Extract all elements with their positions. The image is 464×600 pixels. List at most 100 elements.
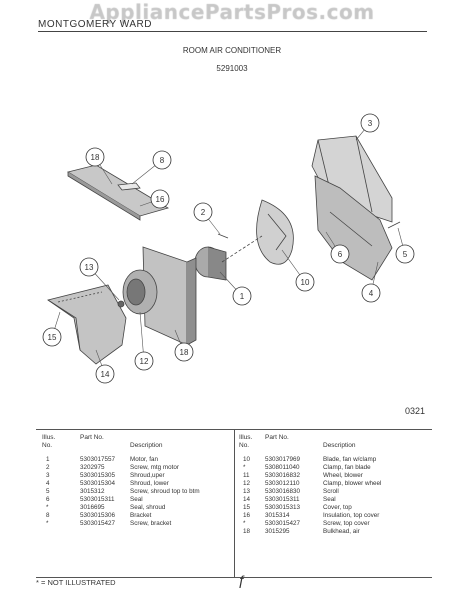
svg-text:13: 13 <box>85 263 94 272</box>
illus-number: * <box>46 520 49 527</box>
part-number: 3015314 <box>265 512 290 519</box>
svg-text:12: 12 <box>140 357 149 366</box>
part-number: 5303015304 <box>80 480 116 487</box>
column-header-part: Part No. <box>80 434 104 441</box>
table-row: 16 3015314 Insulation, top cover <box>235 512 433 520</box>
part-number: 5303015311 <box>265 496 300 503</box>
part-number: 5303015306 <box>80 512 116 519</box>
callout-11: 12 <box>134 351 154 371</box>
table-row: 4 5303015304 Shroud, lower <box>36 480 228 488</box>
illus-number: 1 <box>46 456 50 463</box>
part-description: Clamp, blower wheel <box>323 480 382 487</box>
table-row: 8 5303015306 Bracket <box>36 512 228 520</box>
illus-number: 4 <box>46 480 50 487</box>
part-number: 5303017557 <box>80 456 116 463</box>
part-description: Screw, bracket <box>130 520 172 527</box>
svg-text:10: 10 <box>301 278 310 287</box>
callout-3: 3 <box>360 113 380 133</box>
part-description: Seal <box>130 496 143 503</box>
illus-number: * <box>243 464 246 471</box>
svg-text:2: 2 <box>201 208 206 217</box>
svg-text:3: 3 <box>368 119 373 128</box>
svg-text:1: 1 <box>240 292 245 301</box>
part-description: Cover, top <box>323 504 352 511</box>
part-number: 3016695 <box>80 504 105 511</box>
part-number: 5303015313 <box>265 504 301 511</box>
part-number: 3202975 <box>80 464 105 471</box>
not-illustrated-note: * = NOT ILLUSTRATED <box>36 578 116 587</box>
illus-number: 11 <box>243 472 250 479</box>
svg-text:18: 18 <box>180 348 189 357</box>
part-description: Wheel, blower <box>323 472 363 479</box>
part-description: Seal <box>323 496 336 503</box>
part-description: Blade, fan w/clamp <box>323 456 377 463</box>
part-number: 5303016832 <box>265 472 301 479</box>
page-title: ROOM AIR CONDITIONER <box>182 46 282 55</box>
part-description: Shroud, lower <box>130 480 169 487</box>
callout-8: 8 <box>152 150 172 170</box>
svg-text:4: 4 <box>369 289 374 298</box>
blower-scroll-shape <box>47 284 127 365</box>
callout-5: 5 <box>395 244 415 264</box>
illus-number: 16 <box>243 512 251 519</box>
column-header-illus: Illus. No. <box>42 434 56 449</box>
part-description: Shroud,uper <box>130 472 165 479</box>
top-cover-shape <box>66 164 169 217</box>
callout-2: 2 <box>193 202 213 222</box>
illus-number: 8 <box>46 512 50 519</box>
svg-text:8: 8 <box>160 156 165 165</box>
illus-number: 13 <box>243 488 251 495</box>
callout-12: 13 <box>79 257 99 277</box>
callout-14: 15 <box>42 327 62 347</box>
part-description: Insulation, top cover <box>323 512 380 519</box>
header-divider <box>38 31 427 32</box>
table-row: 10 5303017969 Blade, fan w/clamp <box>235 456 433 464</box>
column-header-part: Part No. <box>265 434 289 441</box>
callout-labels: 18 8 16 2 3 5 6 4 10 1 13 15 14 12 18 <box>42 113 415 384</box>
model-number: 5291003 <box>216 64 248 73</box>
table-row: 1 5303017557 Motor, fan <box>36 456 228 464</box>
svg-text:16: 16 <box>156 195 165 204</box>
callout-10: 10 <box>295 272 315 292</box>
table-row: 11 5303016832 Wheel, blower <box>235 472 433 480</box>
illus-number: 10 <box>243 456 251 463</box>
part-description: Motor, fan <box>130 456 159 463</box>
part-description: Screw, mtg motor <box>130 464 179 471</box>
callout-4: 4 <box>361 283 381 303</box>
svg-text:18: 18 <box>91 153 100 162</box>
part-number: 5303015311 <box>80 496 115 503</box>
svg-text:15: 15 <box>48 333 57 342</box>
part-description: Bracket <box>130 512 152 519</box>
part-number: 5303015427 <box>80 520 116 527</box>
table-row: * 5303015427 Screw, bracket <box>36 520 228 528</box>
svg-text:6: 6 <box>338 250 343 259</box>
part-description: Screw, top cover <box>323 520 370 527</box>
illus-number: 18 <box>243 528 251 535</box>
svg-text:14: 14 <box>101 370 110 379</box>
table-row: 15 5303015313 Cover, top <box>235 504 433 512</box>
diagram-page-code: 0321 <box>405 406 426 416</box>
illus-number: 15 <box>243 504 251 511</box>
part-number: 5303015305 <box>80 472 116 479</box>
callout-1: 1 <box>232 286 252 306</box>
callout-13: 14 <box>95 364 115 384</box>
part-number: 3015295 <box>265 528 290 535</box>
callout-18: 18 <box>174 342 194 362</box>
illus-number: 6 <box>46 496 50 503</box>
part-description: Scroll <box>323 488 339 495</box>
part-description: Bulkhead, air <box>323 528 360 535</box>
part-number: 5303017969 <box>265 456 301 463</box>
parts-table: Illus. No. Part No. Description 1 5303017… <box>36 429 432 578</box>
callout-16: 16 <box>150 189 170 209</box>
column-header-description: Description <box>130 442 163 449</box>
illus-number: * <box>243 520 246 527</box>
